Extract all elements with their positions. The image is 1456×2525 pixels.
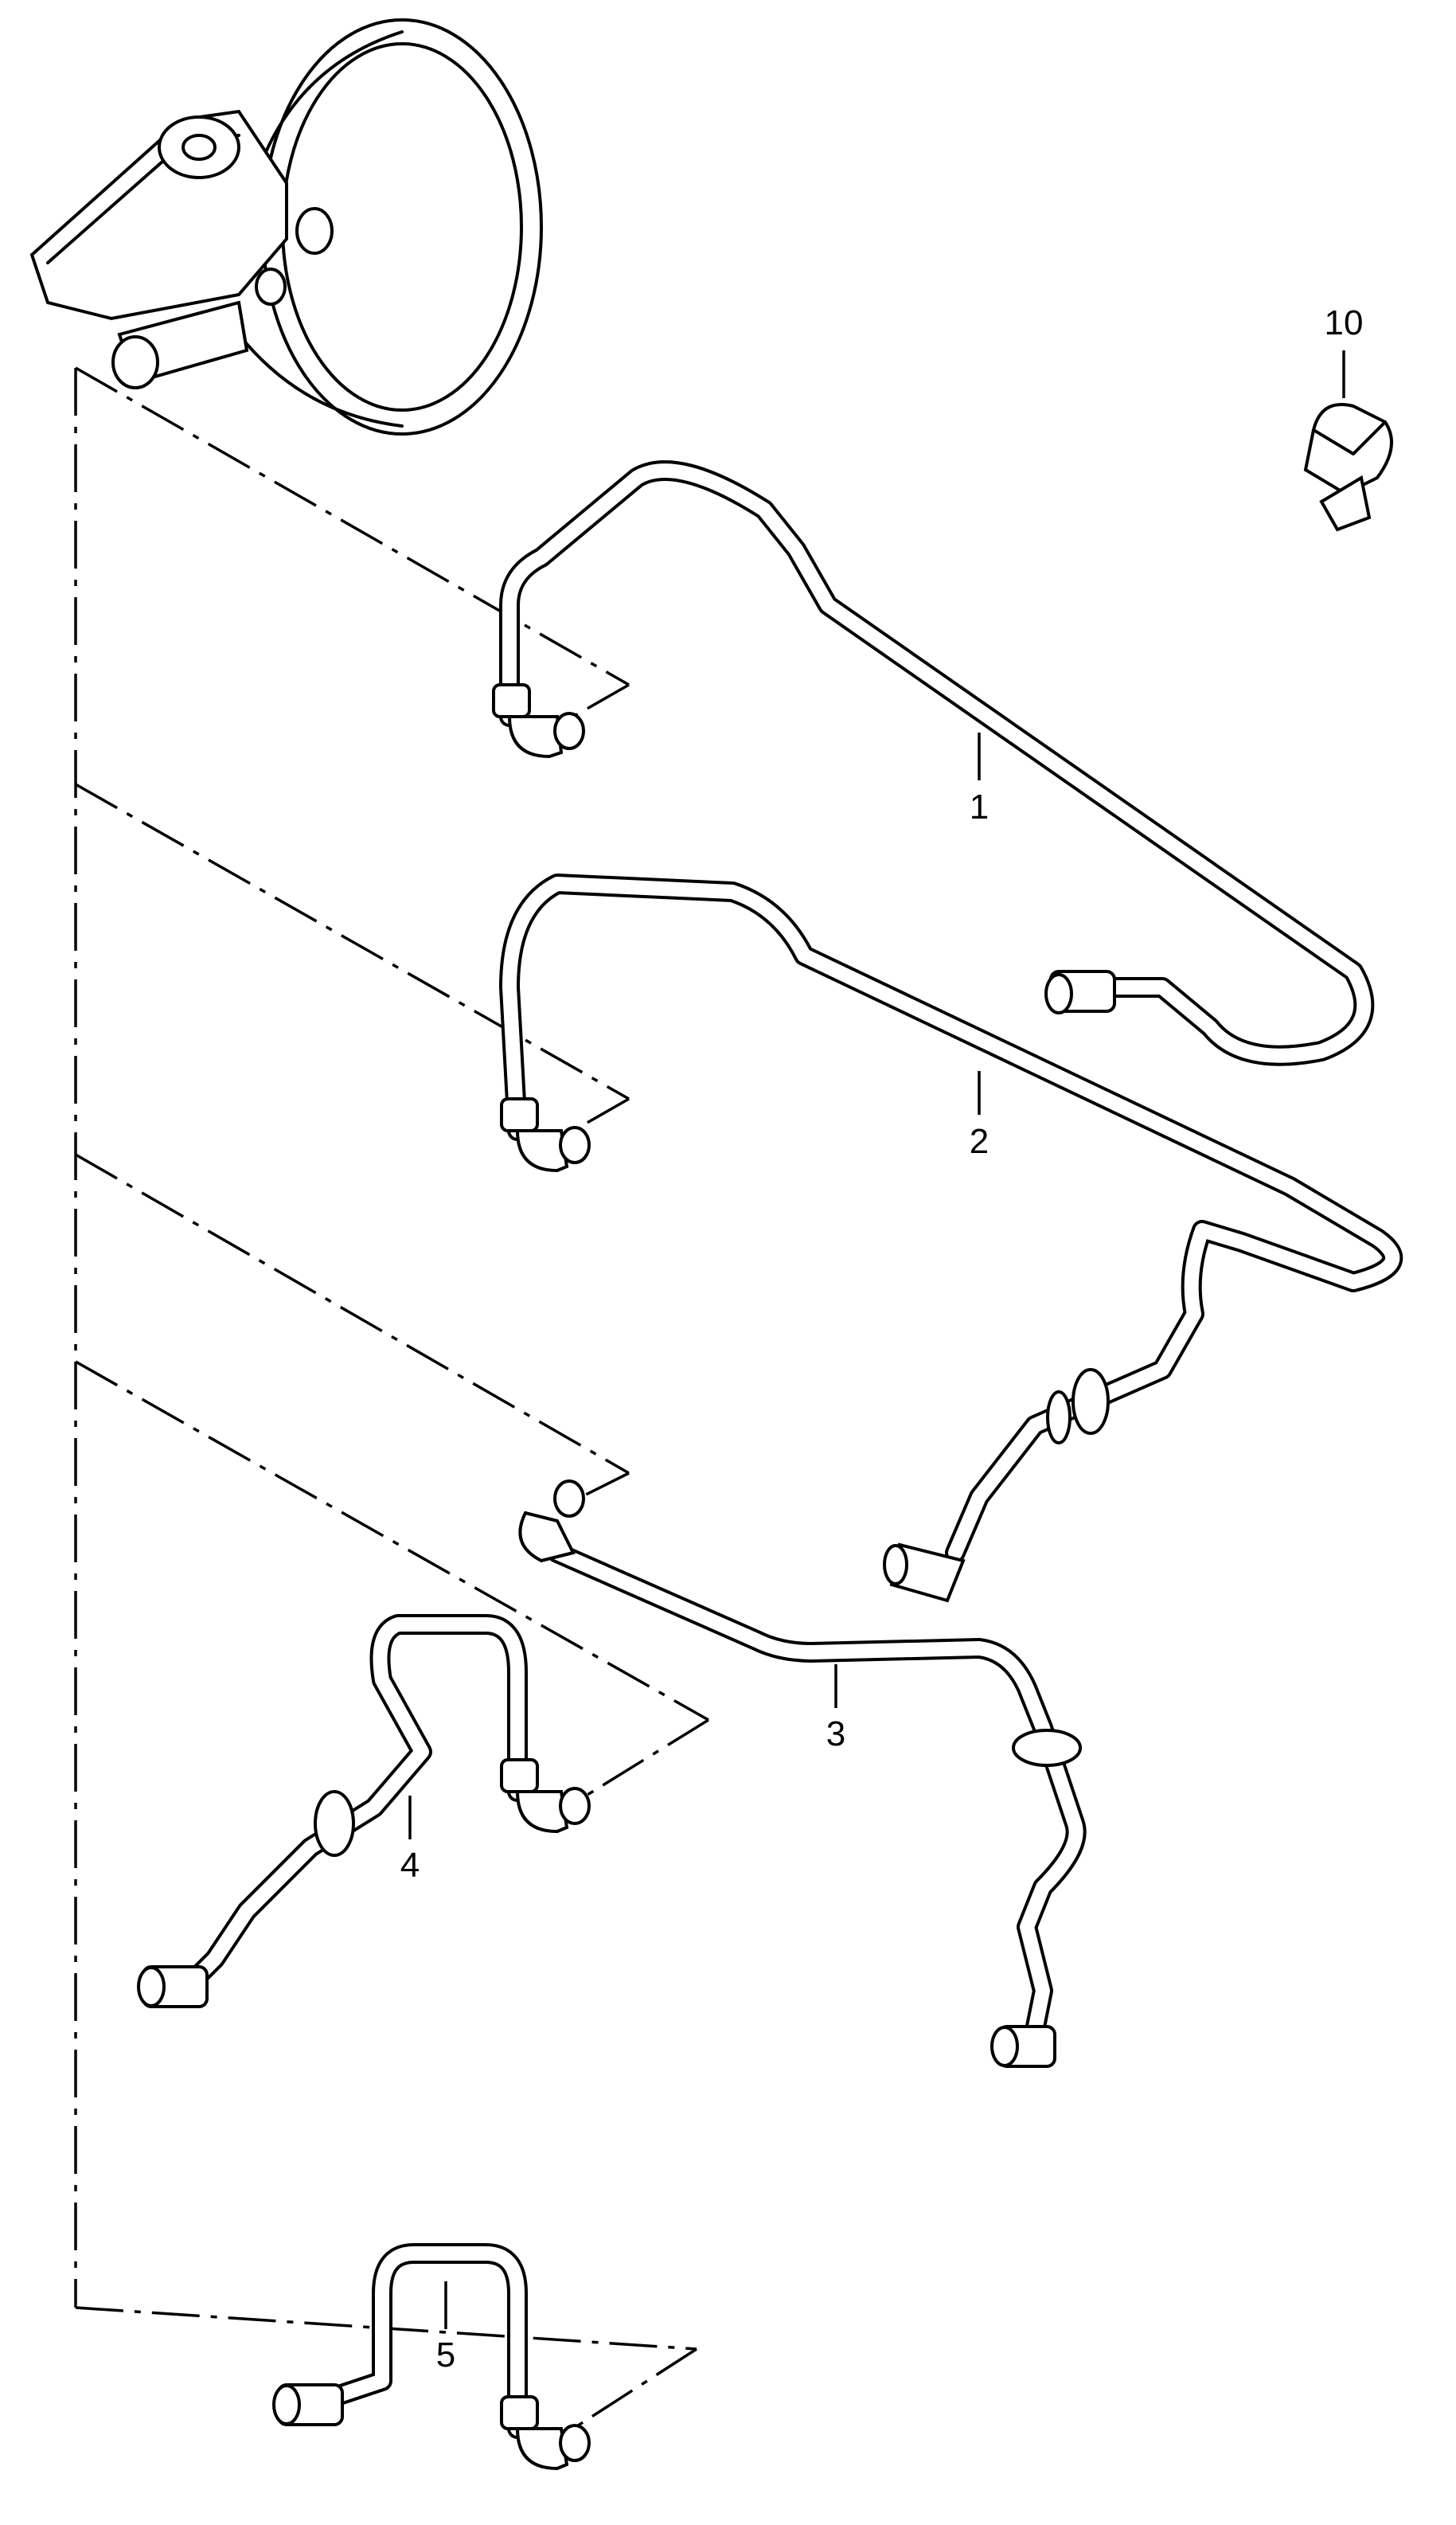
brake-line-2 [499, 874, 1403, 1603]
callout-10: 10 [1325, 303, 1364, 342]
callout-5: 5 [436, 2335, 455, 2375]
brake-booster-assembly [29, 18, 543, 436]
callout-1: 1 [970, 788, 989, 827]
callout-3: 3 [826, 1714, 845, 1753]
callout-labels: 1 2 3 4 5 10 [400, 303, 1364, 2375]
callout-2: 2 [970, 1122, 989, 1161]
brake-line-4 [137, 1614, 591, 2008]
reference-lines [74, 366, 709, 2430]
brake-line-5 [272, 2243, 591, 2471]
brake-line-3 [518, 1479, 1087, 2068]
clip-part-10 [1303, 403, 1393, 532]
brake-line-1 [492, 460, 1375, 1066]
callout-4: 4 [400, 1846, 420, 1885]
callout-leaders [408, 350, 1345, 2329]
